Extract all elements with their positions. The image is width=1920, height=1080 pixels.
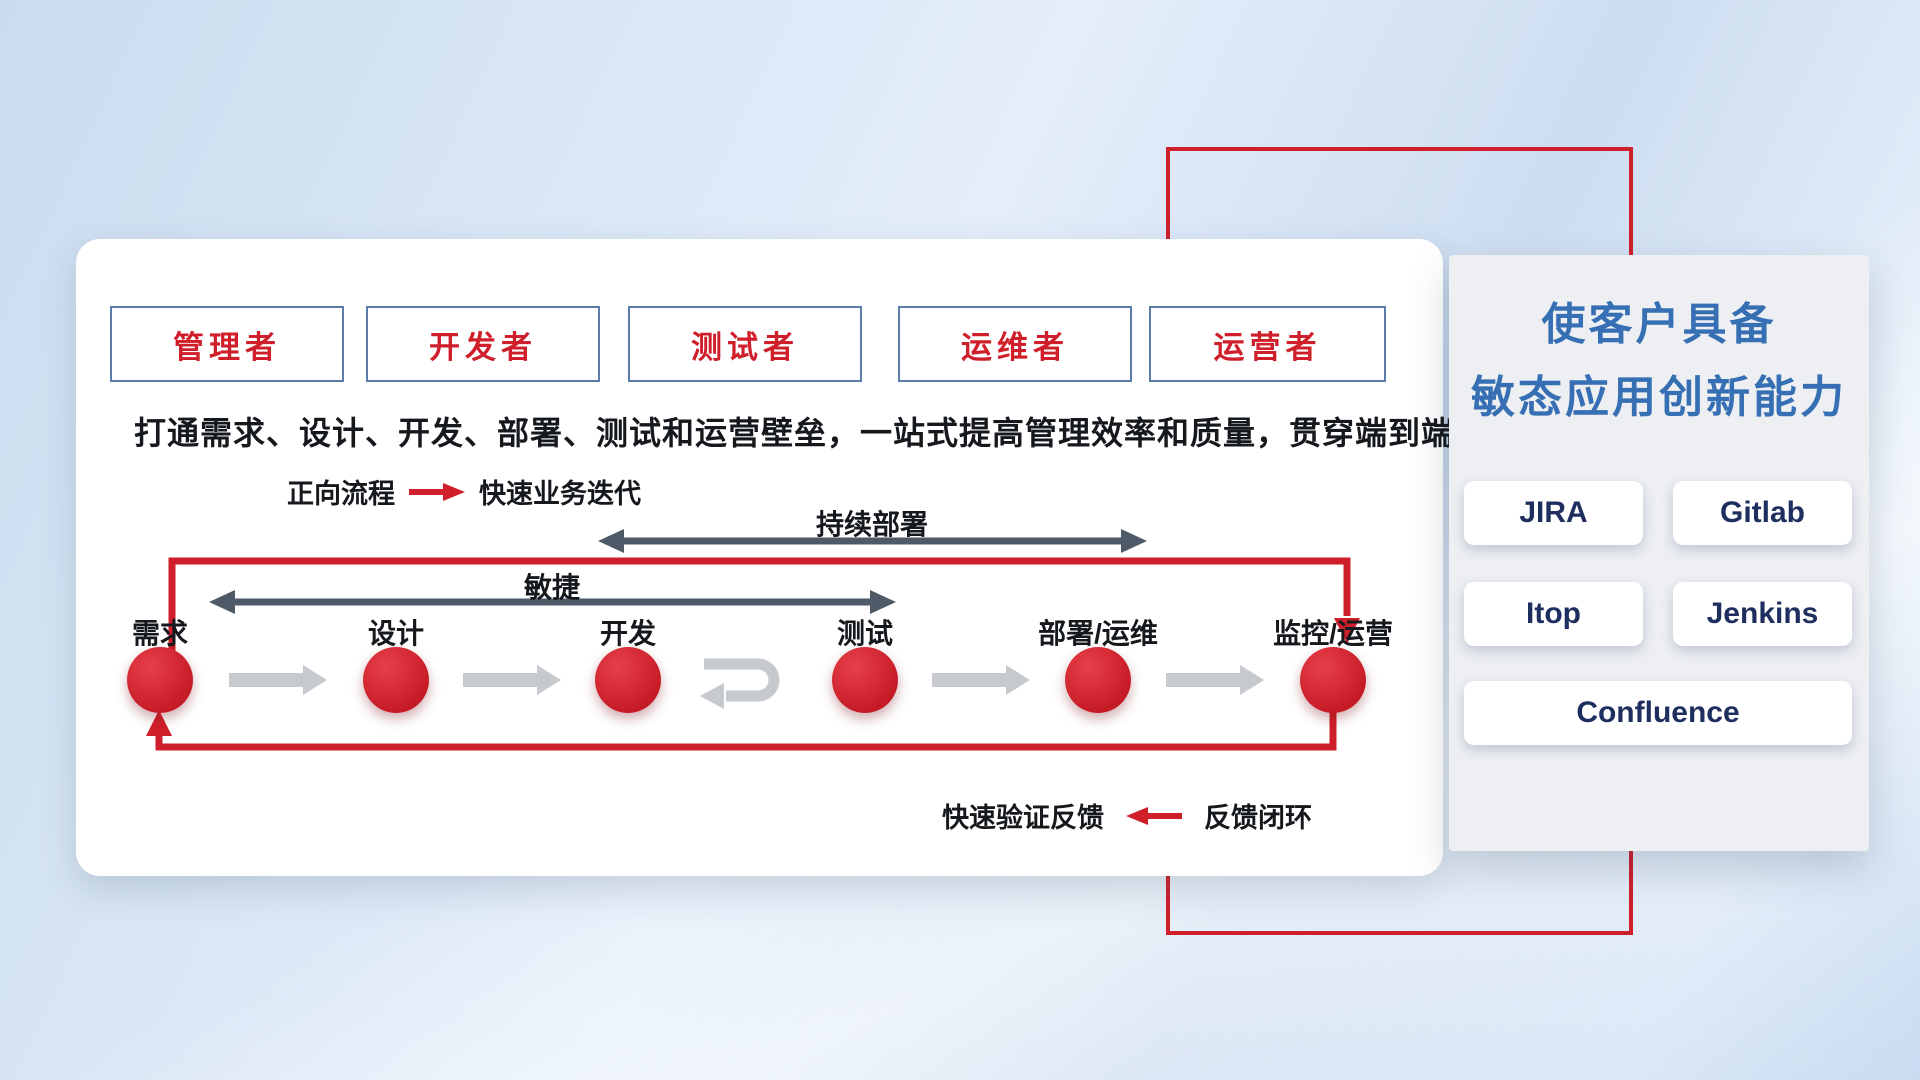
tool-card-confluence: Confluence [1464,681,1852,745]
stage-dot-development [595,647,661,713]
forward-legend-label: 正向流程 [287,479,395,509]
right-arrow-icon [409,482,465,501]
feedback-legend-value: 反馈闭环 [1204,803,1312,833]
headline-text: 打通需求、设计、开发、部署、测试和运营壁垒，一站式提高管理效率和质量，贯穿端到端… [134,415,1554,451]
stage-dot-monitor-ops [1300,647,1366,713]
role-box-developer: 开发者 [366,306,600,382]
stage-label-design: 设计 [367,618,425,649]
stage-label-deploy-ops: 部署/运维 [1038,618,1158,649]
stage-label-development: 开发 [599,618,657,649]
role-box-ops: 运维者 [898,306,1132,382]
tool-card-jira: JIRA [1464,481,1643,545]
tool-card-jenkins: Jenkins [1673,582,1852,646]
stage-dot-design [363,647,429,713]
panel-title-line1: 使客户具备 [1541,300,1777,349]
forward-flow-legend: 正向流程 快速业务迭代 [287,472,641,511]
continuous-deploy-label: 持续部署 [815,509,929,540]
tool-card-itop: Itop [1464,582,1643,646]
agile-label: 敏捷 [523,572,581,603]
role-box-tester: 测试者 [628,306,862,382]
panel-title-line2: 敏态应用创新能力 [1471,373,1847,422]
role-label: 运维者 [961,329,1069,365]
stage-dot-testing [832,647,898,713]
role-label: 测试者 [691,329,799,365]
role-box-operator: 运营者 [1149,306,1386,382]
feedback-loop-legend: 快速验证反馈 反馈闭环 [942,796,1312,835]
forward-legend-value: 快速业务迭代 [479,479,641,509]
role-label: 管理者 [173,329,281,365]
role-label: 开发者 [429,329,537,365]
left-arrow-icon [1126,806,1182,825]
feedback-legend-label: 快速验证反馈 [942,803,1104,833]
stage-label-testing: 测试 [836,618,894,649]
tool-card-gitlab: Gitlab [1673,481,1852,545]
stage-label-monitor-ops: 监控/运营 [1273,618,1393,649]
capability-panel: 使客户具备 敏态应用创新能力 JIRA Gitlab Itop Jenkins … [1449,255,1869,851]
stage-dot-requirements [127,647,193,713]
stage-dot-deploy-ops [1065,647,1131,713]
role-label: 运营者 [1213,329,1322,365]
role-box-manager: 管理者 [110,306,344,382]
stage-label-requirements: 需求 [131,618,189,649]
